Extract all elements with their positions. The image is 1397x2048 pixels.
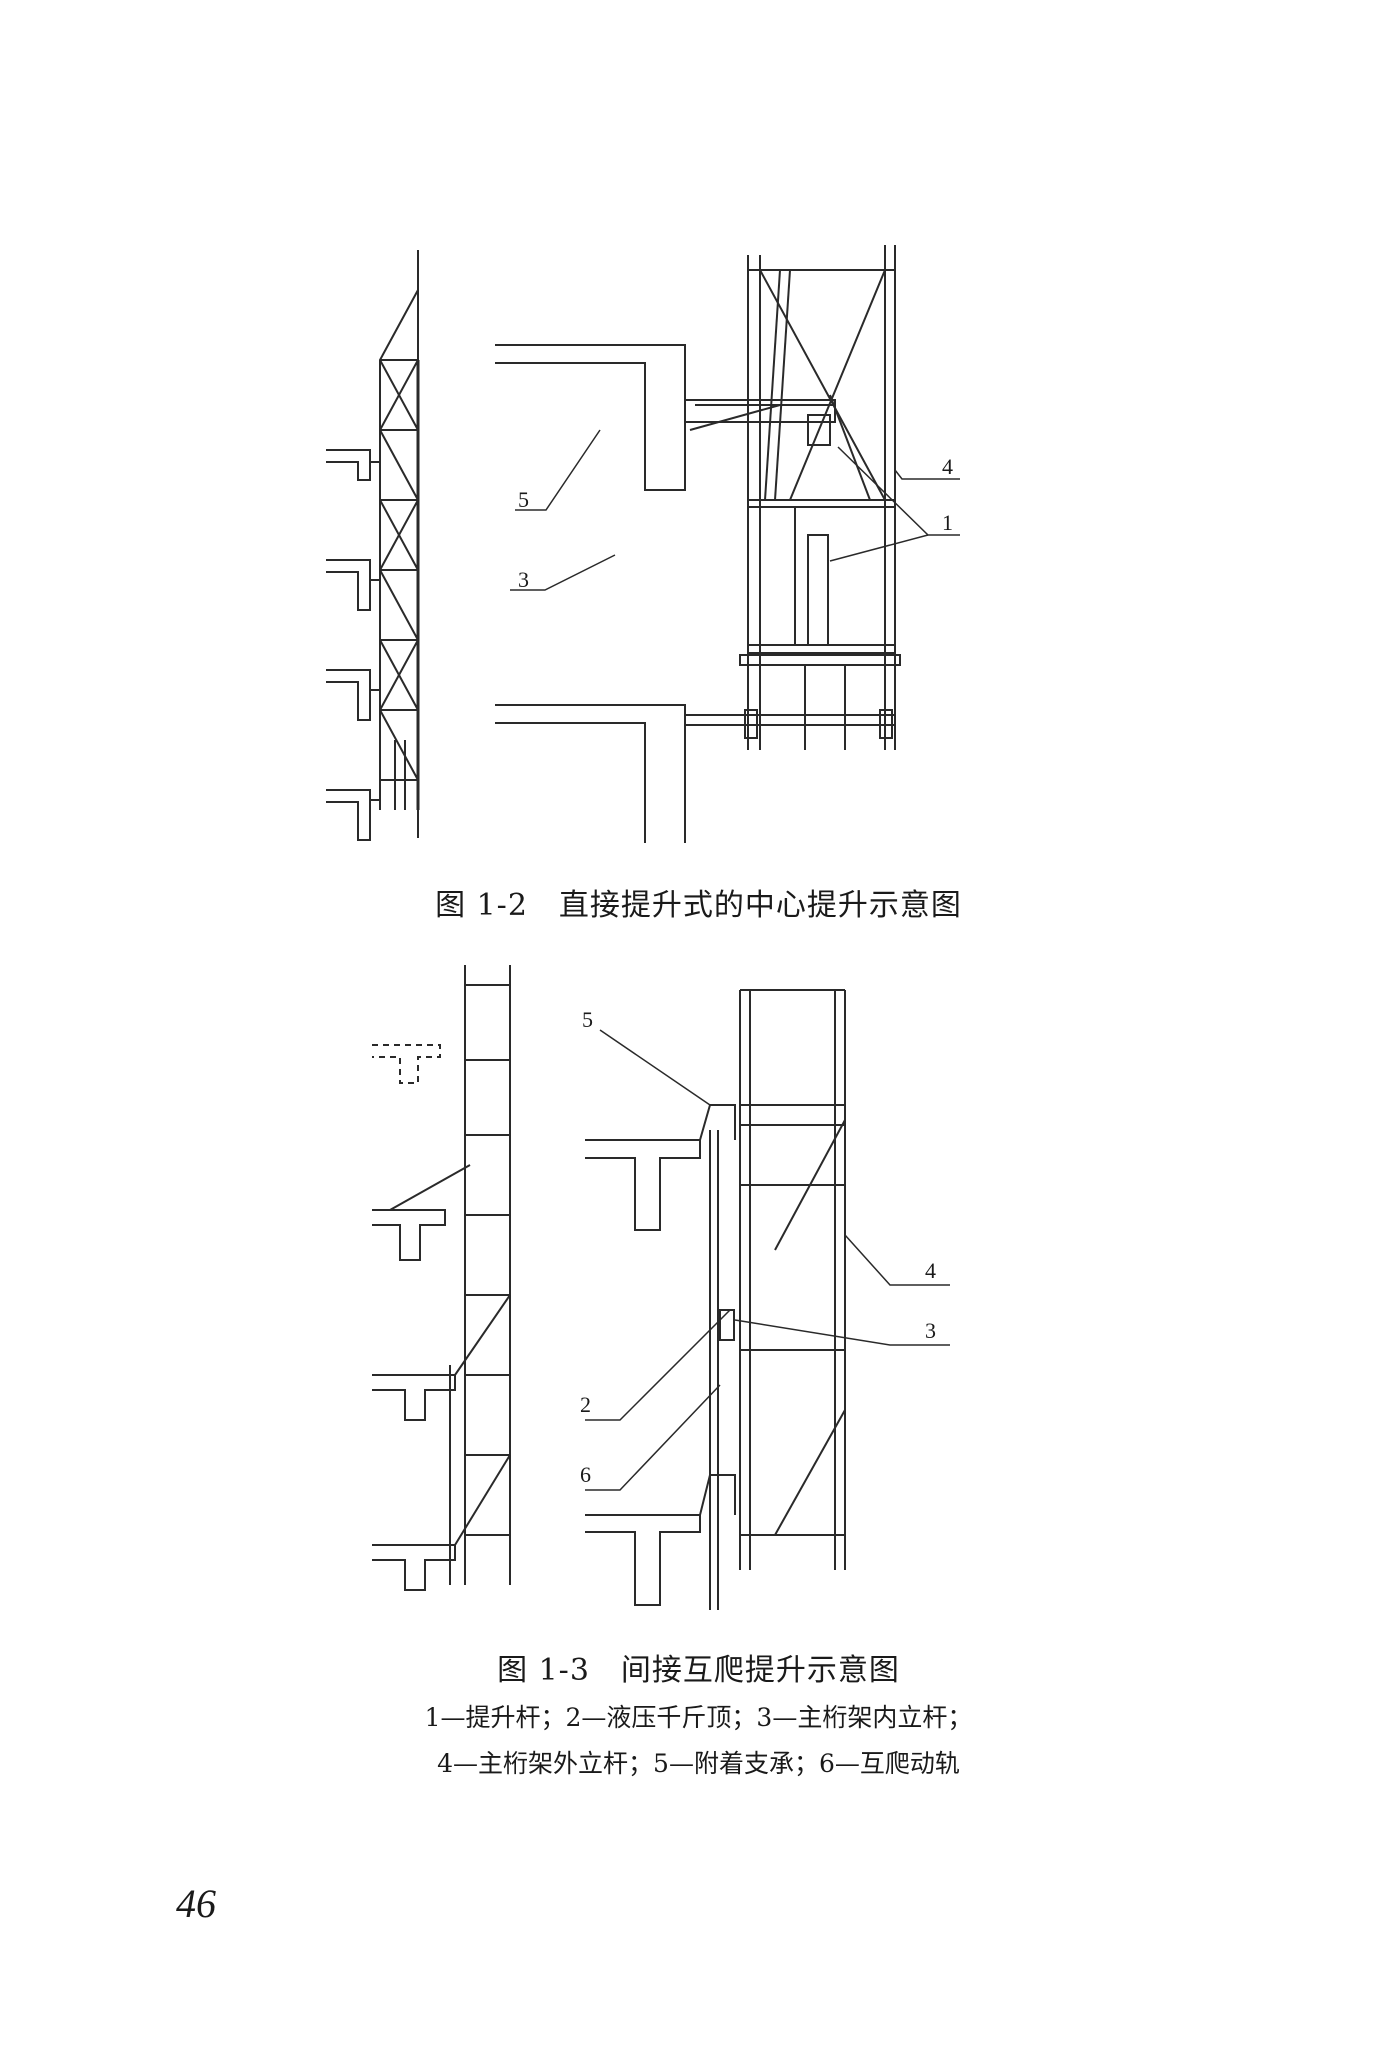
- figure-1-2-caption: 图 1-2 直接提升式的中心提升示意图: [435, 888, 962, 923]
- fig13-callout-5: 5: [582, 1007, 593, 1032]
- fig12-callout-4: 4: [942, 454, 953, 479]
- figure-1-3-left-drawing: [360, 965, 520, 1605]
- fig13-callout-4: 4: [925, 1258, 936, 1283]
- figure-1-2-right-drawing: 5 3 4 1: [490, 245, 970, 845]
- fig13-callout-6: 6: [580, 1462, 591, 1487]
- figure-1-3-legend-line-1: 1—提升杆；2—液压千斤顶；3—主桁架内立杆；: [424, 1703, 973, 1732]
- fig12-callout-1: 1: [942, 510, 953, 535]
- page-number: 46: [176, 1881, 216, 1926]
- fig13-callout-3: 3: [925, 1318, 936, 1343]
- figure-1-3-caption: 图 1-3 间接互爬提升示意图: [497, 1653, 900, 1688]
- figure-1-2-left-drawing: [320, 250, 440, 850]
- figure-1-3-right-drawing: 5 2 6 4 3: [560, 980, 960, 1620]
- fig12-callout-5: 5: [518, 487, 529, 512]
- fig13-callout-2: 2: [580, 1392, 591, 1417]
- figure-1-3-legend-line-2: 4—主桁架外立杆；5—附着支承；6—互爬动轨: [437, 1749, 960, 1778]
- fig12-callout-3: 3: [518, 567, 529, 592]
